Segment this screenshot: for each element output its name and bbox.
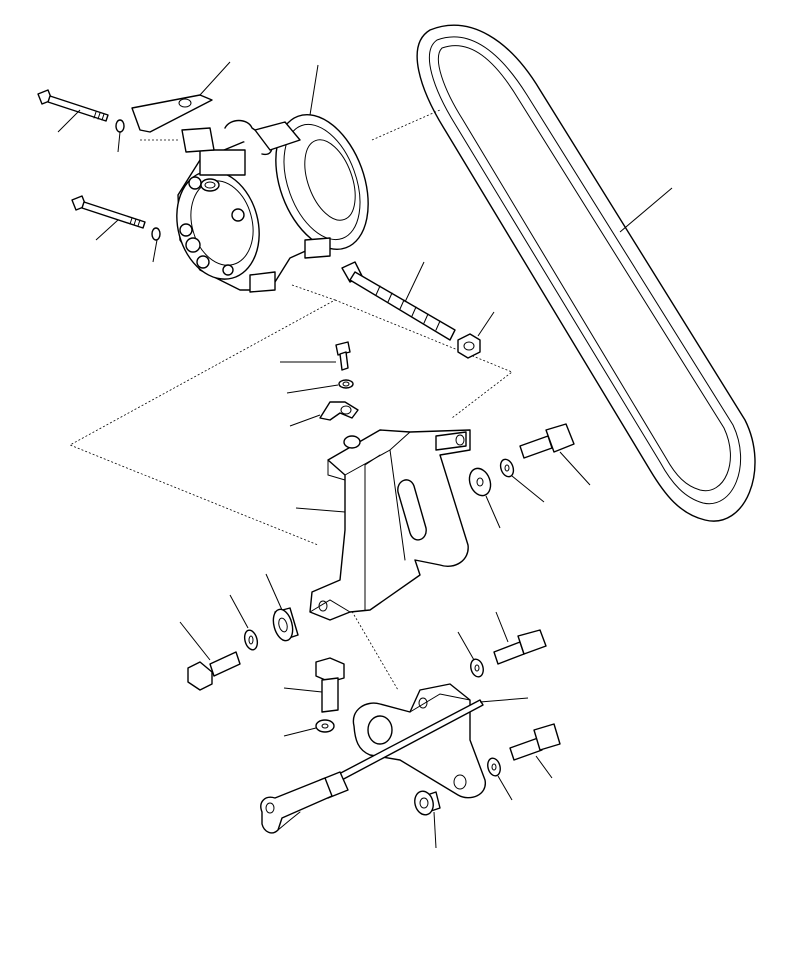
lower-washer-left [229, 594, 259, 651]
adjuster-washer-lower [487, 757, 513, 801]
bracket-spacer-washer [468, 467, 501, 529]
bracket-washer [499, 458, 545, 503]
assembly-guide-lines [69, 109, 513, 691]
compressor [176, 113, 369, 293]
clip-bolt [280, 341, 351, 371]
clip-washer [286, 379, 354, 394]
long-bolt-lower [71, 195, 161, 263]
washer-lower [151, 227, 161, 241]
washer-upper [115, 119, 125, 133]
vertical-bolt [283, 657, 345, 713]
bracket-bolt [519, 423, 591, 486]
long-bolt-upper [37, 89, 125, 153]
compressor-pulley [275, 113, 369, 251]
spacer-collar [265, 573, 299, 642]
clip-plate [131, 61, 231, 133]
lower-bolt-left [179, 621, 241, 691]
compressor-leader [309, 64, 319, 116]
pivot-bolt [341, 261, 456, 341]
adjuster-washer-upper [457, 631, 484, 678]
pivot-nut [457, 311, 495, 359]
mounting-bracket [295, 429, 471, 621]
adjuster-rod [260, 697, 529, 834]
vertical-washer [283, 719, 335, 737]
adjuster-bolt-upper [493, 611, 547, 665]
adjuster-plate [352, 683, 486, 799]
drive-belt [416, 24, 756, 522]
adjuster-collar [414, 790, 441, 849]
hose-clip [289, 401, 359, 427]
adjuster-bolt-lower [509, 723, 561, 779]
